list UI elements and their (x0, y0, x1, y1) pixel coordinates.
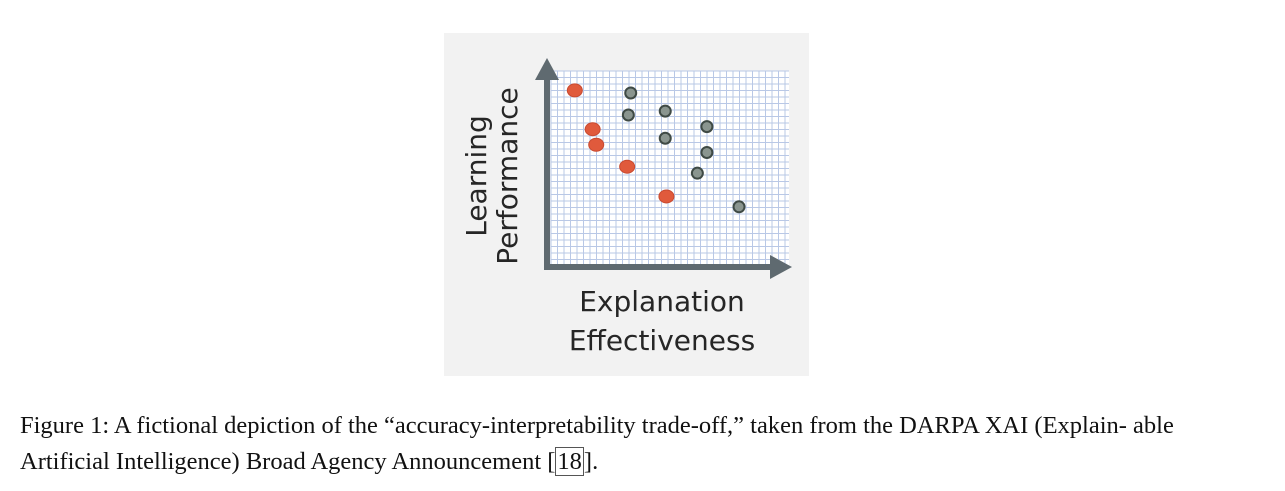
data-point-gray (700, 120, 714, 134)
x-axis-arrowhead (770, 255, 792, 279)
y-axis-arrowhead (535, 58, 559, 80)
data-point-gray (658, 131, 672, 145)
data-point-red (588, 137, 605, 152)
grid (550, 70, 789, 265)
figure-caption: Figure 1: A fictional depiction of the “… (20, 408, 1260, 480)
citation-link[interactable]: 18 (555, 447, 584, 476)
data-point-gray (732, 200, 746, 214)
figure-panel: Learning Performance Explanation Effecti… (444, 33, 809, 376)
y-axis-title-line-1: Learning (460, 115, 493, 237)
data-point-red (619, 159, 636, 174)
data-point-gray (658, 104, 672, 118)
x-axis-title-line-2: Effectiveness (569, 324, 755, 357)
data-point-gray (690, 166, 704, 180)
data-point-gray (621, 108, 635, 122)
axes (535, 58, 792, 279)
x-axis-title-line-1: Explanation (579, 285, 745, 318)
y-axis-title-line-2: Performance (491, 87, 524, 264)
caption-text-end: ]. (583, 448, 599, 475)
data-point-gray (624, 86, 638, 100)
scatter-chart: Learning Performance Explanation Effecti… (460, 58, 792, 357)
caption-text: Figure 1: A fictional depiction of the “… (20, 412, 1174, 475)
data-points (566, 83, 746, 214)
data-point-red (658, 189, 675, 204)
data-point-red (584, 122, 601, 137)
data-point-red (566, 83, 583, 98)
data-point-gray (700, 145, 714, 159)
